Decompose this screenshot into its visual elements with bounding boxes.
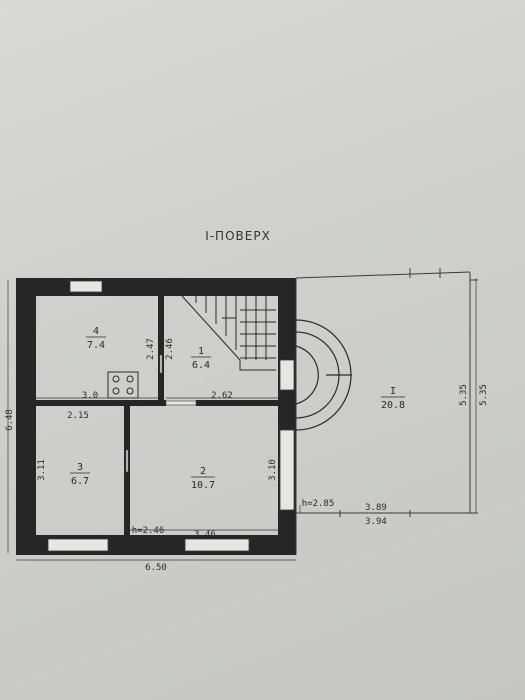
svg-text:6.7: 6.7 xyxy=(71,476,89,487)
wall-right xyxy=(278,278,296,555)
svg-text:4: 4 xyxy=(93,326,99,337)
dimension-texts: 6.48 6.50 3.0 2.47 2.46 2.15 2.62 3.11 3… xyxy=(5,338,489,573)
dim-r2-width: 3.46 xyxy=(194,530,216,540)
dim-r4-side-b: 2.46 xyxy=(165,338,175,360)
dim-r3-height: 3.11 xyxy=(37,459,47,481)
dim-terrace-height-b: 5.35 xyxy=(479,384,489,406)
outer-walls xyxy=(16,278,296,555)
wall-mid-left xyxy=(36,400,166,406)
svg-text:20.8: 20.8 xyxy=(381,400,405,411)
svg-text:10.7: 10.7 xyxy=(191,480,215,491)
dim-r4-width: 3.0 xyxy=(82,391,98,401)
wall-mid-right xyxy=(196,400,278,406)
terrace-label: I 20.8 xyxy=(381,386,405,411)
svg-text:6.4: 6.4 xyxy=(192,360,210,371)
staircase xyxy=(181,295,276,371)
svg-text:1: 1 xyxy=(198,346,204,357)
room-2-label: 2 10.7 xyxy=(191,466,215,491)
dim-terrace-w-a: 3.89 xyxy=(365,503,387,513)
room-1-label: 1 6.4 xyxy=(191,346,211,371)
dim-r3-width: 2.15 xyxy=(67,411,89,421)
wall-left xyxy=(16,278,36,553)
wall-top xyxy=(16,278,296,296)
floor-title: I-ПОВЕРХ xyxy=(205,229,271,243)
window-bottom-right xyxy=(184,538,250,552)
wall-between-4-1 xyxy=(158,296,164,400)
svg-text:7.4: 7.4 xyxy=(87,340,105,351)
room-labels: 4 7.4 1 6.4 3 6.7 2 10.7 I 20.8 xyxy=(70,326,405,491)
door-right-terrace xyxy=(279,429,295,511)
dim-r2-height: 3.10 xyxy=(268,459,278,481)
dimension-lines xyxy=(7,278,477,561)
dim-terrace-w-b: 3.94 xyxy=(365,517,387,527)
dim-r4-side-a: 2.47 xyxy=(146,338,156,360)
terrace-outline xyxy=(295,268,478,555)
dim-terrace-h: h=2.85 xyxy=(302,499,335,509)
window-right-upper xyxy=(279,359,295,391)
dim-r1-width: 2.62 xyxy=(211,391,233,401)
svg-text:3: 3 xyxy=(77,462,83,473)
room-4-label: 4 7.4 xyxy=(86,326,106,351)
round-bay xyxy=(295,319,352,431)
interior-openings xyxy=(125,354,197,473)
room-3-label: 3 6.7 xyxy=(70,462,90,487)
dim-terrace-height-a: 5.35 xyxy=(459,384,469,406)
svg-text:2: 2 xyxy=(200,466,206,477)
stove-icon xyxy=(107,371,139,399)
window-top xyxy=(69,280,103,293)
dim-total-height: 6.48 xyxy=(5,409,15,431)
dim-total-width: 6.50 xyxy=(145,563,167,573)
svg-text:I: I xyxy=(390,386,396,397)
dim-r2-h: h=2.46 xyxy=(132,526,165,536)
windows xyxy=(47,280,295,552)
window-bottom-left xyxy=(47,538,109,552)
